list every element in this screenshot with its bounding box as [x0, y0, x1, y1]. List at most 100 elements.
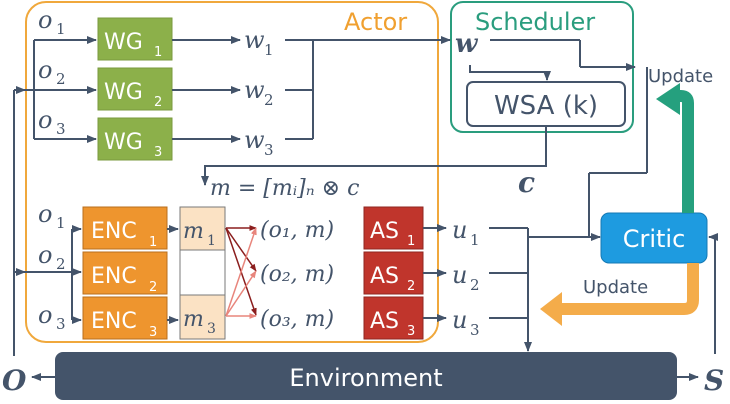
state-output-label: S	[704, 364, 724, 397]
svg-text:u: u	[452, 306, 467, 334]
svg-text:2: 2	[407, 279, 415, 294]
as-input-label-2: (o₂, m)	[260, 262, 334, 287]
svg-text:1: 1	[56, 214, 66, 232]
svg-text:3: 3	[56, 120, 66, 138]
encoder-3: ENC 3	[82, 296, 168, 340]
svg-text:o: o	[38, 200, 52, 228]
update-scheduler-label: Update	[648, 66, 713, 87]
svg-text:o: o	[38, 106, 52, 134]
svg-text:3: 3	[56, 315, 66, 333]
svg-text:2: 2	[56, 70, 66, 88]
message-broadcast-arrows	[225, 225, 257, 319]
weight-generator-2: WG 2	[97, 67, 173, 111]
scheduler-title: Scheduler	[475, 8, 595, 36]
svg-text:WG: WG	[104, 30, 143, 55]
wsa-box: WSA (k)	[466, 81, 626, 127]
svg-text:Critic: Critic	[623, 225, 686, 253]
update-actor-arrow	[560, 263, 699, 315]
svg-text:w: w	[244, 76, 265, 104]
actor-container	[25, 1, 439, 343]
w-to-wsa-arrow	[469, 65, 551, 81]
critic-box: Critic	[600, 212, 708, 264]
encoder-1: ENC 1	[82, 206, 168, 250]
scheduler-output-c: c	[518, 166, 535, 199]
svg-text:2: 2	[154, 95, 162, 110]
m3-to-as1-arrow	[225, 227, 257, 317]
svg-text:m: m	[183, 219, 204, 244]
svg-text:WG: WG	[104, 130, 143, 155]
memory-cell-3: m 3	[179, 294, 226, 340]
svg-text:3: 3	[407, 324, 415, 339]
svg-text:Environment: Environment	[289, 364, 442, 392]
svg-text:1: 1	[149, 235, 157, 250]
svg-text:AS: AS	[370, 219, 399, 244]
svg-text:3: 3	[154, 145, 162, 160]
encoder-2: ENC 2	[82, 251, 168, 295]
svg-text:1: 1	[407, 234, 415, 249]
update-actor-arrowhead	[540, 292, 562, 326]
svg-text:AS: AS	[370, 264, 399, 289]
svg-text:o: o	[38, 56, 52, 84]
weight-generator-1: WG 1	[97, 17, 173, 61]
update-actor-label: Update	[583, 277, 648, 298]
svg-text:1: 1	[154, 45, 162, 60]
svg-text:AS: AS	[370, 309, 399, 334]
svg-text:3: 3	[149, 325, 157, 340]
action-selector-2: AS 2	[363, 251, 424, 295]
as-input-label-3: (o₃, m)	[260, 307, 334, 332]
svg-text:o: o	[38, 301, 52, 329]
as-input-label-1: (o₁, m)	[260, 218, 334, 243]
svg-text:1: 1	[470, 231, 480, 249]
actor-title: Actor	[344, 8, 407, 36]
svg-text:u: u	[452, 216, 467, 244]
svg-text:w: w	[244, 26, 265, 54]
svg-text:ENC: ENC	[91, 219, 137, 244]
message-formula: m = [mᵢ]ₙ ⊗ c	[210, 176, 359, 201]
c-to-memory-arrow	[201, 126, 547, 186]
svg-text:2: 2	[149, 280, 157, 295]
svg-text:o: o	[38, 6, 52, 34]
memory-cell-2	[179, 249, 226, 296]
svg-text:WG: WG	[104, 80, 143, 105]
weight-generator-3: WG 3	[97, 117, 173, 161]
m3-to-as2-arrow	[225, 270, 257, 317]
svg-text:3: 3	[207, 321, 216, 337]
svg-text:ENC: ENC	[91, 264, 137, 289]
svg-text:1: 1	[56, 20, 66, 38]
environment-box: Environment	[55, 352, 677, 400]
svg-text:w: w	[244, 126, 265, 154]
memory-cell-1: m 1	[179, 206, 226, 251]
action-selector-1: AS 1	[363, 206, 424, 250]
svg-text:1: 1	[264, 41, 274, 59]
svg-text:WSA (k): WSA (k)	[494, 91, 598, 121]
state-to-critic-arrow	[708, 233, 718, 354]
svg-text:ENC: ENC	[91, 309, 137, 334]
svg-text:2: 2	[470, 276, 480, 294]
obs-output-label: O	[2, 364, 27, 397]
svg-text:u: u	[452, 261, 467, 289]
action-selector-3: AS 3	[363, 296, 424, 340]
svg-text:3: 3	[264, 141, 274, 159]
scheduler-input-w: w	[455, 29, 479, 59]
svg-text:m: m	[183, 307, 204, 332]
svg-text:2: 2	[264, 91, 274, 109]
svg-text:o: o	[38, 241, 52, 269]
svg-text:1: 1	[207, 233, 216, 249]
svg-text:2: 2	[56, 255, 66, 273]
update-scheduler-arrowhead	[656, 83, 680, 115]
svg-text:3: 3	[470, 321, 480, 339]
m1-to-as2-arrow	[225, 227, 257, 272]
